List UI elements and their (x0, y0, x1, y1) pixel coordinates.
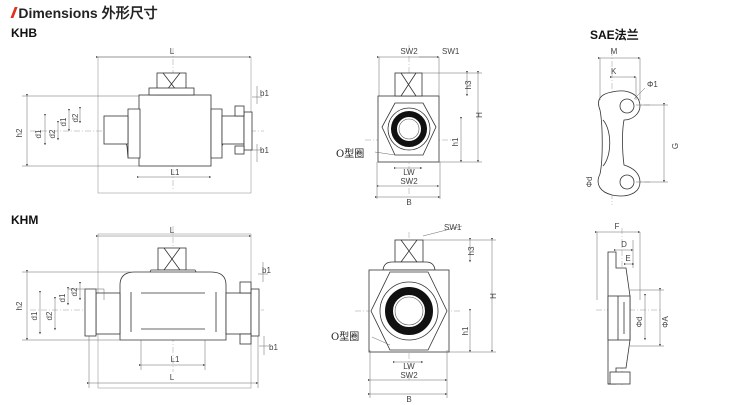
khm-label-d1: d1 (30, 311, 39, 320)
khm-label-h2: h2 (15, 301, 24, 310)
khb-label-d2b: d2 (71, 113, 80, 122)
khb-label-d1: d1 (34, 129, 43, 138)
khm-front-label-h1: h1 (461, 326, 470, 335)
sae-label-phid: Φd (585, 177, 594, 188)
sae-label-phi1: Φ1 (647, 80, 658, 89)
khb-label-d2: d2 (48, 129, 57, 138)
sae-label-phiA: ΦA (661, 315, 670, 327)
khm-front-label-LW: LW (403, 362, 415, 371)
khb-label-L1: L1 (171, 168, 180, 177)
khb-front-label-H: H (475, 112, 484, 118)
sae-flange-top-view (597, 50, 650, 205)
khb-label-d1b: d1 (59, 117, 68, 126)
khb-front-label-SW1: SW1 (442, 47, 460, 56)
khb-front-label-SW2: SW2 (400, 177, 418, 186)
khm-front-label-SW2: SW2 (400, 371, 418, 380)
sae-label-E: E (625, 254, 630, 263)
khm-front-label-h3: h3 (467, 246, 476, 255)
sae-label-K: K (611, 67, 617, 76)
khm-label-b1-bottom: b1 (269, 343, 278, 352)
khm-front-label-B: B (406, 395, 411, 404)
khm-label-L1: L1 (171, 355, 180, 364)
khb-side-view (30, 48, 264, 194)
khb-label-b1-top: b1 (260, 89, 269, 98)
khm-label-d2: d2 (45, 311, 54, 320)
khm-label-L-top: L (170, 226, 175, 235)
khb-front-view (365, 45, 452, 195)
khm-label-L-bottom: L (170, 373, 175, 382)
khb-label-b1-bottom: b1 (260, 146, 269, 155)
sae-label-D: D (621, 240, 627, 249)
khb-front-label-SW2-top: SW2 (400, 47, 418, 56)
sae-label-F: F (615, 222, 620, 231)
khm-oring-label: O型圈 (331, 330, 359, 343)
sae-label-M: M (611, 47, 618, 56)
sae-flange-side-view (596, 228, 662, 385)
khm-front-label-SW1: SW1 (444, 223, 462, 232)
section-header: // Dimensions 外形尺寸 (11, 3, 158, 23)
khb-front-label-h1: h1 (451, 137, 460, 146)
khm-front-view (355, 232, 462, 380)
sae-label-phid-side: Φd (635, 317, 644, 328)
khm-label-d1b: d1 (58, 293, 67, 302)
khm-section-title: KHM (11, 213, 39, 227)
page-title: Dimensions 外形尺寸 (18, 5, 158, 21)
khb-label-L: L (170, 47, 175, 56)
khb-label-h2: h2 (15, 128, 24, 137)
khb-front-label-LW: LW (403, 168, 415, 177)
khm-label-d2b: d2 (70, 287, 79, 296)
khb-section-title: KHB (11, 26, 37, 40)
khm-label-b1-top: b1 (262, 266, 271, 275)
sae-section-title: SAE法兰 (590, 28, 639, 42)
khb-oring-label: O型圈 (336, 147, 364, 160)
khm-side-view (30, 226, 264, 389)
khb-front-label-h3: h3 (464, 80, 473, 89)
khm-front-label-H: H (489, 293, 498, 299)
khb-front-label-B: B (406, 198, 411, 207)
sae-label-G: G (671, 143, 680, 149)
